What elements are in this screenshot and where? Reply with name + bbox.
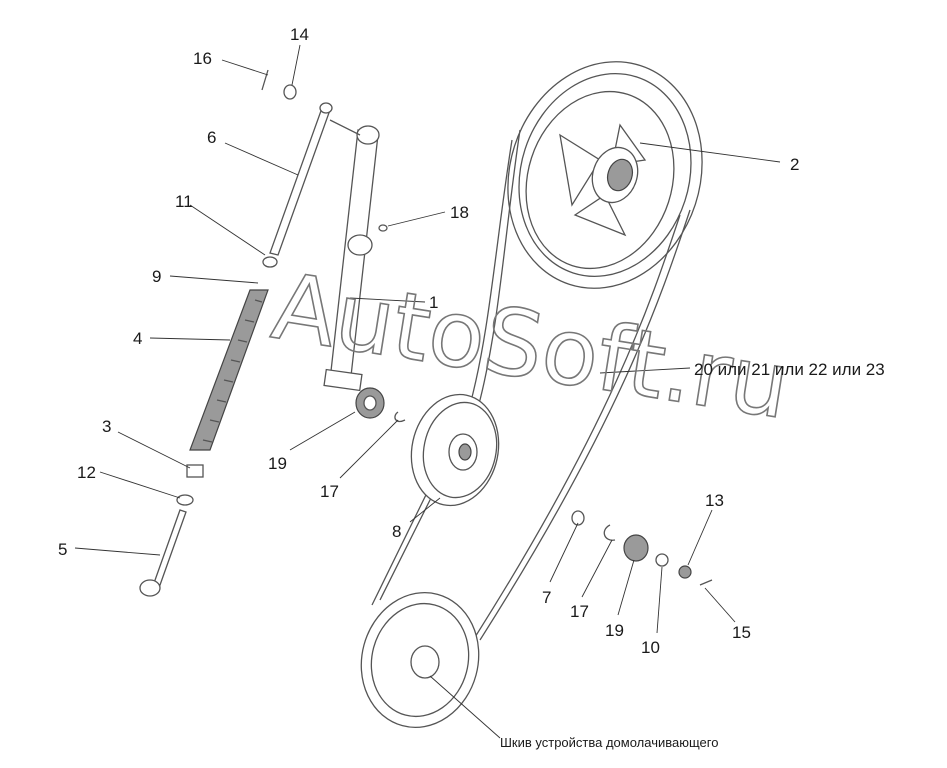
spring-rod-assembly (139, 102, 333, 597)
callout-15: 15 (732, 623, 751, 642)
callout-16: 16 (193, 49, 212, 68)
callout-8: 8 (392, 522, 401, 541)
callout-19a: 19 (268, 454, 287, 473)
callout-20-23: 20 или 21 или 22 или 23 (694, 360, 885, 379)
callout-9: 9 (152, 267, 161, 286)
callout-14: 14 (290, 25, 309, 44)
callout-2: 2 (790, 155, 799, 174)
callout-3: 3 (102, 417, 111, 436)
tension-arm (323, 119, 388, 392)
hardware-parts (261, 69, 713, 586)
callout-11: 11 (175, 192, 193, 211)
callout-1: 1 (429, 293, 438, 312)
callout-6: 6 (207, 128, 216, 147)
watermark: AutoSoft.ru (266, 253, 797, 440)
callout-13: 13 (705, 491, 724, 510)
threshing-pulley-caption: Шкив устройства домолачивающего (500, 735, 718, 750)
callout-10: 10 (641, 638, 660, 657)
callout-7: 7 (542, 588, 551, 607)
callout-labels: 1 2 3 4 5 6 7 8 9 10 11 12 13 14 15 16 1… (58, 25, 885, 657)
callout-5: 5 (58, 540, 67, 559)
callout-18: 18 (450, 203, 469, 222)
large-pulley (507, 61, 703, 289)
callout-12: 12 (77, 463, 96, 482)
threshing-pulley (360, 591, 480, 729)
tensioner-pulley (410, 393, 500, 507)
callout-19b: 19 (605, 621, 624, 640)
callout-17b: 17 (570, 602, 589, 621)
leader-lines (74, 44, 781, 739)
drive-belt (371, 129, 691, 646)
callout-4: 4 (133, 329, 142, 348)
callout-17a: 17 (320, 482, 339, 501)
